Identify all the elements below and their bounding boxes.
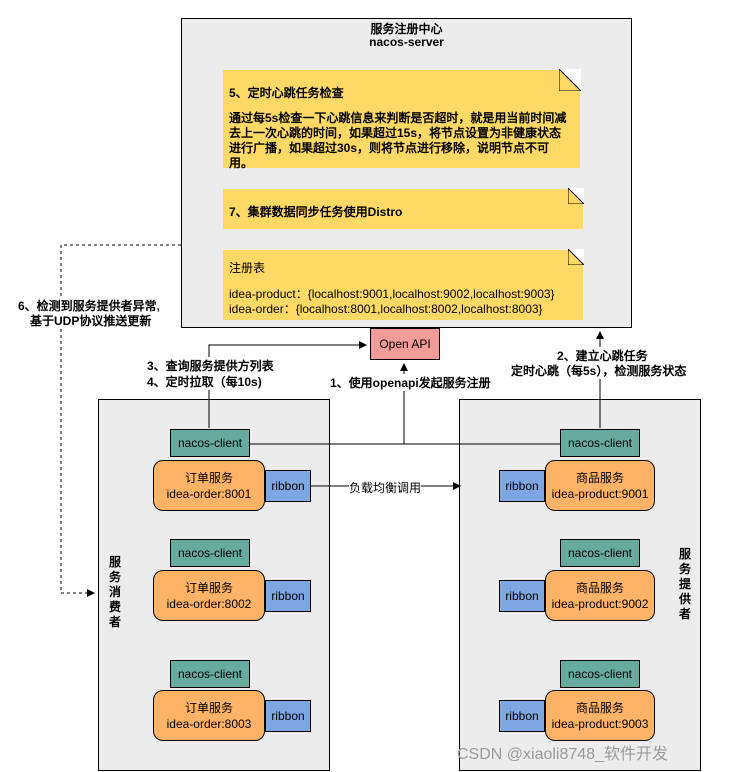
provider-ribbon-1: ribbon	[499, 470, 545, 502]
consumer-ribbon-1: ribbon	[265, 470, 311, 502]
service-name: 订单服务	[184, 470, 233, 485]
server-title: 服务注册中心	[370, 22, 443, 36]
product-service-9003: 商品服务 idea-product:9003	[545, 690, 655, 741]
provider-label: 服务提供者	[678, 547, 691, 621]
provider-nacos-client-1: nacos-client	[560, 429, 640, 457]
service-address: idea-order:8001	[166, 486, 252, 501]
query-label-2: 4、定时拉取（每10s)	[147, 373, 262, 390]
service-address: idea-order:8003	[166, 716, 252, 731]
consumer-nacos-client-2: nacos-client	[170, 539, 250, 567]
query-label-1: 3、查询服务提供方列表	[147, 357, 274, 374]
provider-ribbon-3: ribbon	[499, 700, 545, 732]
registry-note: 注册表 idea-product：{localhost:9001,localho…	[223, 249, 584, 320]
consumer-ribbon-3: ribbon	[265, 700, 311, 732]
heartbeat-check-body: 通过每5s检查一下心跳信息来判断是否超时，就是用当前时间减去上一次心跳的时间，如…	[229, 111, 567, 170]
open-api-box: Open API	[370, 328, 440, 360]
note-fold-icon	[568, 249, 584, 265]
watermark: CSDN @xiaoli8748_软件开发	[457, 746, 668, 763]
distro-text: 7、集群数据同步任务使用Distro	[229, 205, 403, 219]
product-service-9002: 商品服务 idea-product:9002	[545, 570, 655, 621]
registry-line-product: idea-product：{localhost:9001,localhost:9…	[229, 287, 555, 301]
order-service-8001: 订单服务 idea-order:8001	[153, 460, 265, 511]
register-label: 1、使用openapi发起服务注册	[330, 374, 491, 391]
provider-nacos-client-3: nacos-client	[560, 660, 640, 688]
distro-note: 7、集群数据同步任务使用Distro	[223, 188, 584, 229]
service-name: 商品服务	[575, 580, 624, 595]
order-service-8003: 订单服务 idea-order:8003	[153, 690, 265, 741]
provider-nacos-client-2: nacos-client	[560, 539, 640, 567]
service-address: idea-product:9003	[551, 716, 649, 731]
consumer-nacos-client-1: nacos-client	[170, 429, 250, 457]
service-address: idea-product:9002	[551, 596, 649, 611]
udp-label-2: 基于UDP协议推送更新	[30, 312, 152, 329]
udp-label-1: 6、检测到服务提供者异常,	[18, 297, 161, 314]
query-arrow	[208, 341, 367, 428]
consumer-ribbon-2: ribbon	[265, 580, 311, 612]
service-address: idea-product:9001	[551, 486, 649, 501]
service-address: idea-order:8002	[166, 596, 252, 611]
service-name: 商品服务	[575, 700, 624, 715]
heartbeat-label-1: 2、建立心跳任务	[557, 347, 648, 364]
heartbeat-check-title: 5、定时心跳任务检查	[229, 86, 344, 100]
load-balance-label: 负载均衡调用	[349, 479, 422, 496]
registry-title: 注册表	[229, 261, 266, 275]
provider-ribbon-2: ribbon	[499, 580, 545, 612]
server-subtitle: nacos-server	[369, 35, 444, 49]
heartbeat-label-2: 定时心跳（每5s），检测服务状态	[511, 362, 687, 379]
order-service-8002: 订单服务 idea-order:8002	[153, 570, 265, 621]
note-fold-icon	[568, 188, 584, 204]
consumer-nacos-client-3: nacos-client	[170, 660, 250, 688]
udp-push-arrow	[60, 244, 181, 597]
heartbeat-check-note: 5、定时心跳任务检查 通过每5s检查一下心跳信息来判断是否超时，就是用当前时间减…	[223, 69, 581, 170]
product-service-9001: 商品服务 idea-product:9001	[545, 460, 655, 511]
note-fold-icon	[559, 69, 581, 91]
registry-line-order: idea-order：{localhost:8001,localhost:800…	[229, 302, 543, 316]
service-name: 商品服务	[575, 470, 624, 485]
consumer-label: 服务消费者	[108, 555, 121, 629]
service-name: 订单服务	[184, 580, 233, 595]
service-name: 订单服务	[184, 700, 233, 715]
